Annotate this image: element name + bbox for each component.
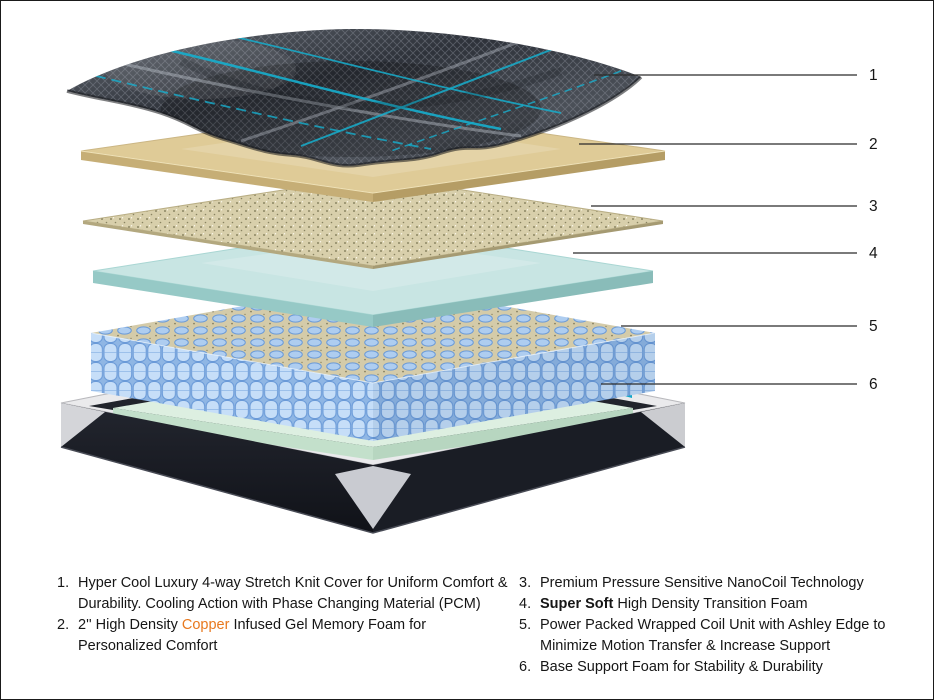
callout-number-3: 3 <box>869 198 878 215</box>
legend: 1. Hyper Cool Luxury 4-way Stretch Knit … <box>57 573 919 678</box>
legend-number: 4. <box>519 596 532 612</box>
base-corner-gusset-front <box>335 466 411 529</box>
legend-text: Hyper Cool Luxury 4-way Stretch Knit Cov… <box>78 575 508 612</box>
legend-text: 2'' High Density Copper Infused Gel Memo… <box>78 617 427 654</box>
legend-number: 6. <box>519 659 532 675</box>
legend-text: Premium Pressure Sensitive NanoCoil Tech… <box>540 575 864 591</box>
layer-transition-foam <box>92 226 654 327</box>
bold-highlight: Super Soft <box>540 596 614 612</box>
legend-number: 5. <box>519 617 532 633</box>
legend-number: 3. <box>519 575 532 591</box>
callouts <box>573 74 857 385</box>
legend-item-1: 1. Hyper Cool Luxury 4-way Stretch Knit … <box>57 573 509 615</box>
legend-text: Super Soft High Density Transition Foam <box>540 596 808 612</box>
legend-number: 2. <box>57 617 70 633</box>
legend-text: Power Packed Wrapped Coil Unit with Ashl… <box>540 617 886 654</box>
legend-item-5: 5. Power Packed Wrapped Coil Unit with A… <box>519 615 919 657</box>
legend-item-6: 6. Base Support Foam for Stability & Dur… <box>519 657 919 678</box>
callout-number-2: 2 <box>869 136 878 153</box>
copper-highlight: Copper <box>181 617 230 633</box>
base-corner-gusset-left <box>61 403 105 447</box>
callout-number-6: 6 <box>869 376 878 393</box>
base-corner-gusset-right <box>641 403 685 447</box>
legend-number: 1. <box>57 575 70 591</box>
legend-item-4: 4. Super Soft High Density Transition Fo… <box>519 594 919 615</box>
legend-text: Base Support Foam for Stability & Durabi… <box>540 659 823 675</box>
layer-wrapped-coil-unit <box>90 283 656 441</box>
layer-nanocoil-mesh <box>82 175 664 269</box>
callout-number-1: 1 <box>869 67 878 84</box>
legend-item-3: 3. Premium Pressure Sensitive NanoCoil T… <box>519 573 919 594</box>
callout-number-4: 4 <box>869 245 878 262</box>
legend-column-left: 1. Hyper Cool Luxury 4-way Stretch Knit … <box>57 573 509 678</box>
callout-number-5: 5 <box>869 318 878 335</box>
mattress-exploded-diagram: 1 2 3 4 5 6 <box>60 28 878 534</box>
legend-column-right: 3. Premium Pressure Sensitive NanoCoil T… <box>519 573 919 678</box>
legend-item-2: 2. 2'' High Density Copper Infused Gel M… <box>57 615 509 657</box>
